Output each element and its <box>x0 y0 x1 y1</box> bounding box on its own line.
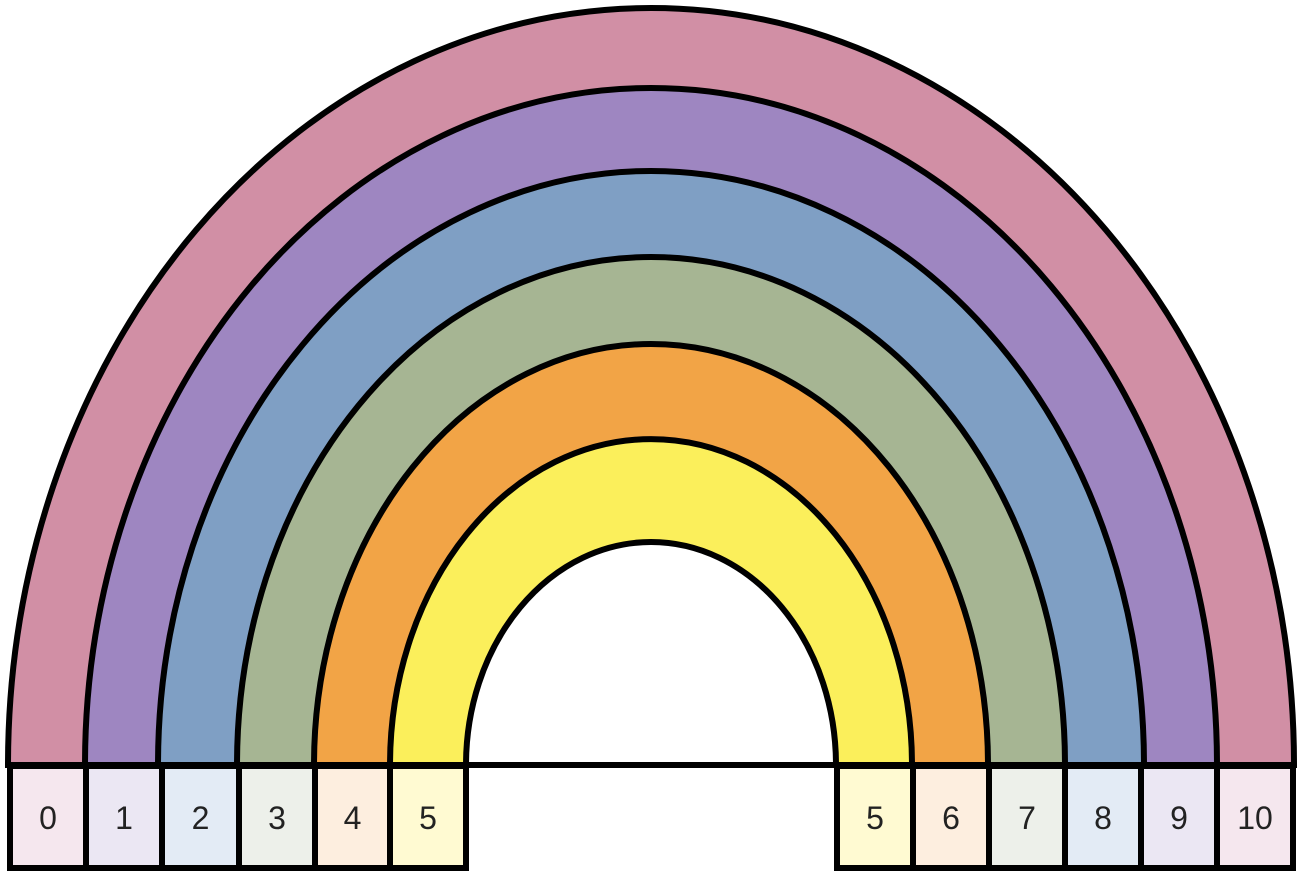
left-number-label: 4 <box>344 800 362 836</box>
left-number-label: 0 <box>39 800 57 836</box>
left-number-label: 1 <box>115 800 133 836</box>
right-number-boxes: 5 6 7 8 9 10 <box>837 766 1293 868</box>
left-number-label: 2 <box>192 800 210 836</box>
left-number-label: 5 <box>419 800 437 836</box>
right-number-label: 9 <box>1170 800 1188 836</box>
right-number-label: 5 <box>866 800 884 836</box>
left-number-label: 3 <box>268 800 286 836</box>
rainbow-arcs <box>8 8 1294 765</box>
right-number-label: 10 <box>1237 800 1273 836</box>
right-number-label: 8 <box>1094 800 1112 836</box>
right-number-label: 6 <box>942 800 960 836</box>
left-number-boxes: 0 1 2 3 4 5 <box>10 766 466 868</box>
right-number-label: 7 <box>1018 800 1036 836</box>
